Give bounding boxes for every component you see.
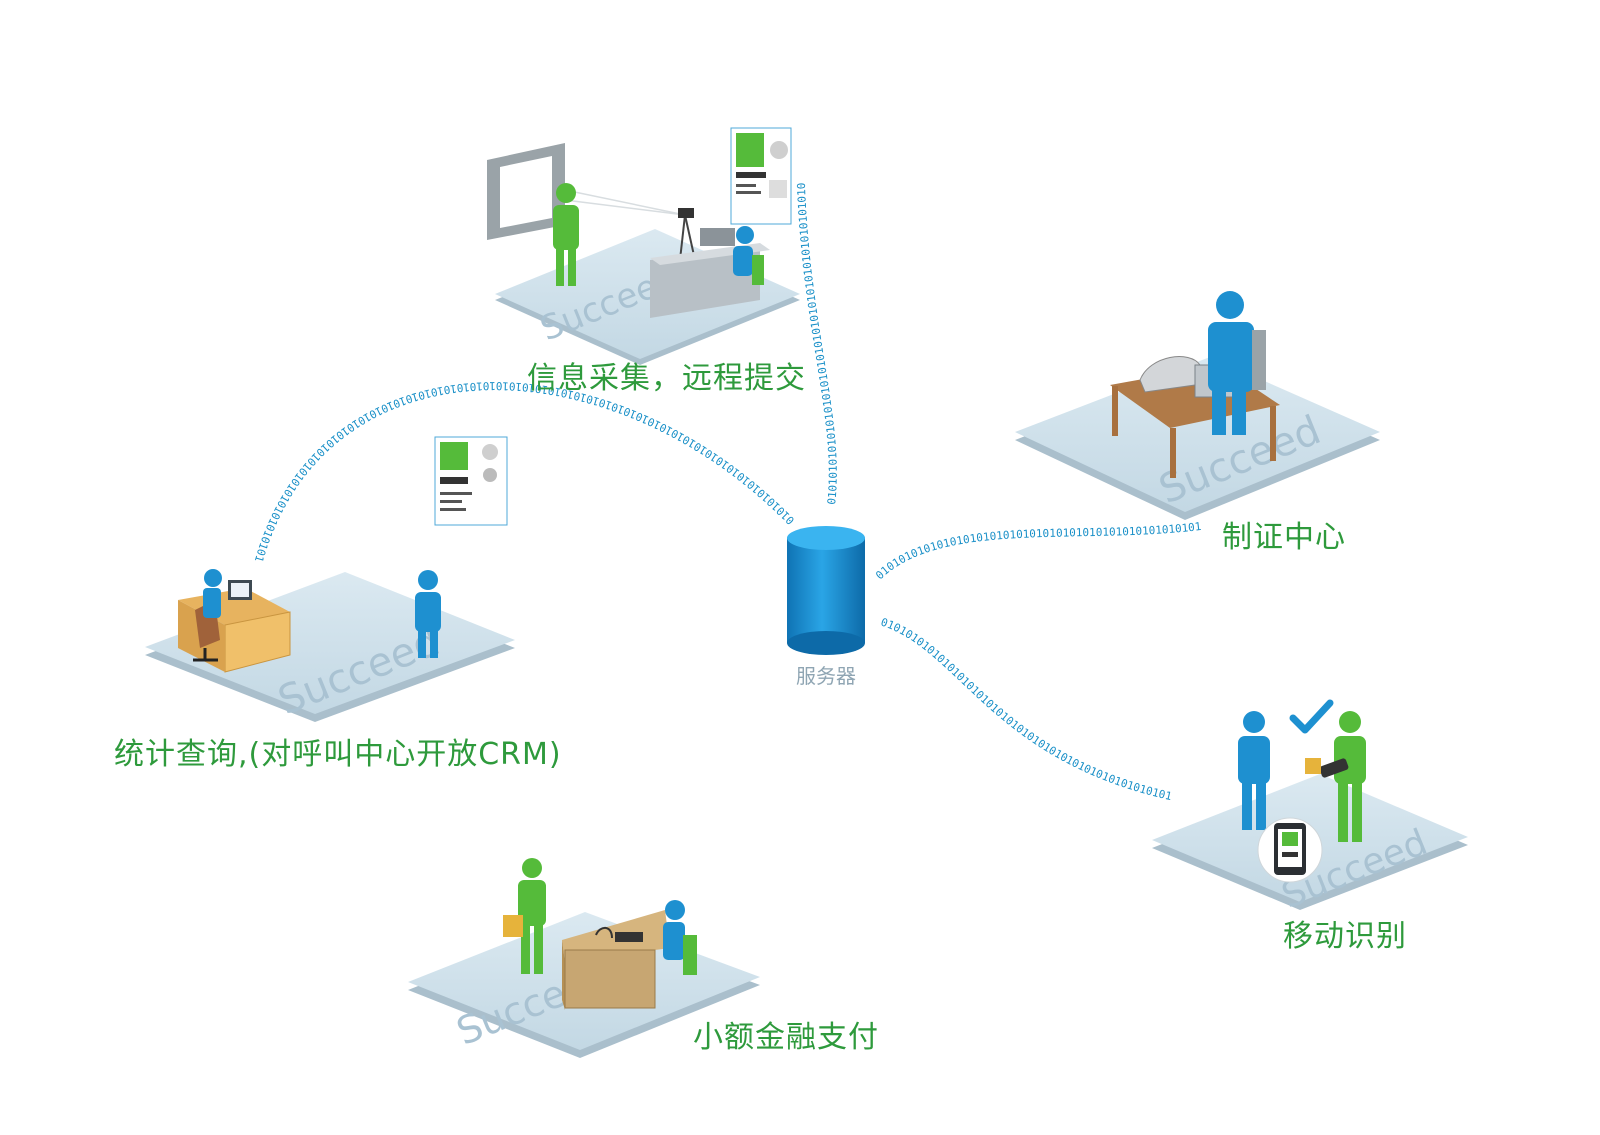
node-label-info-collection: 信息采集，远程提交 (527, 361, 806, 396)
person-blue-operator-icon (1208, 291, 1266, 435)
node-label-statistics: 统计查询,(对呼叫中心开放CRM) (114, 737, 562, 772)
person-blue-visitor-icon (415, 570, 441, 658)
node-label-mobile-id: 移动识别 (1283, 919, 1407, 954)
node-statistics: Succeed (145, 436, 515, 724)
person-green-icon (553, 183, 579, 286)
photo-backdrop-icon (487, 143, 565, 240)
binary-streams: 0101010101010101010101010101010101010101… (0, 0, 1202, 803)
node-label-micro-finance: 小额金融支付 (693, 1020, 879, 1055)
person-blue-icon (1238, 711, 1270, 830)
handheld-scanner-icon (1305, 758, 1349, 778)
node-micro-finance: Succeed (408, 858, 760, 1058)
person-blue-cashier-icon (663, 900, 697, 975)
database-cylinder-icon (787, 526, 865, 655)
mobile-device-icon (1257, 817, 1323, 883)
id-card-icon (434, 436, 508, 526)
node-info-collection: Succeed (487, 127, 800, 365)
server-label: 服务器 (796, 664, 856, 688)
person-blue-operator-icon (733, 226, 764, 285)
person-blue-operator-icon (203, 569, 222, 618)
person-green-icon (1334, 711, 1366, 842)
node-mobile-id: Succeed (1152, 699, 1468, 917)
checkmark-icon (1289, 699, 1334, 734)
node-label-card-center: 制证中心 (1222, 520, 1346, 555)
node-card-center: Succeed (1015, 291, 1380, 520)
person-green-customer-icon (503, 858, 546, 974)
office-desk-computer-icon (178, 580, 291, 673)
payment-counter-icon (562, 910, 670, 1010)
id-card-icon (730, 127, 792, 225)
